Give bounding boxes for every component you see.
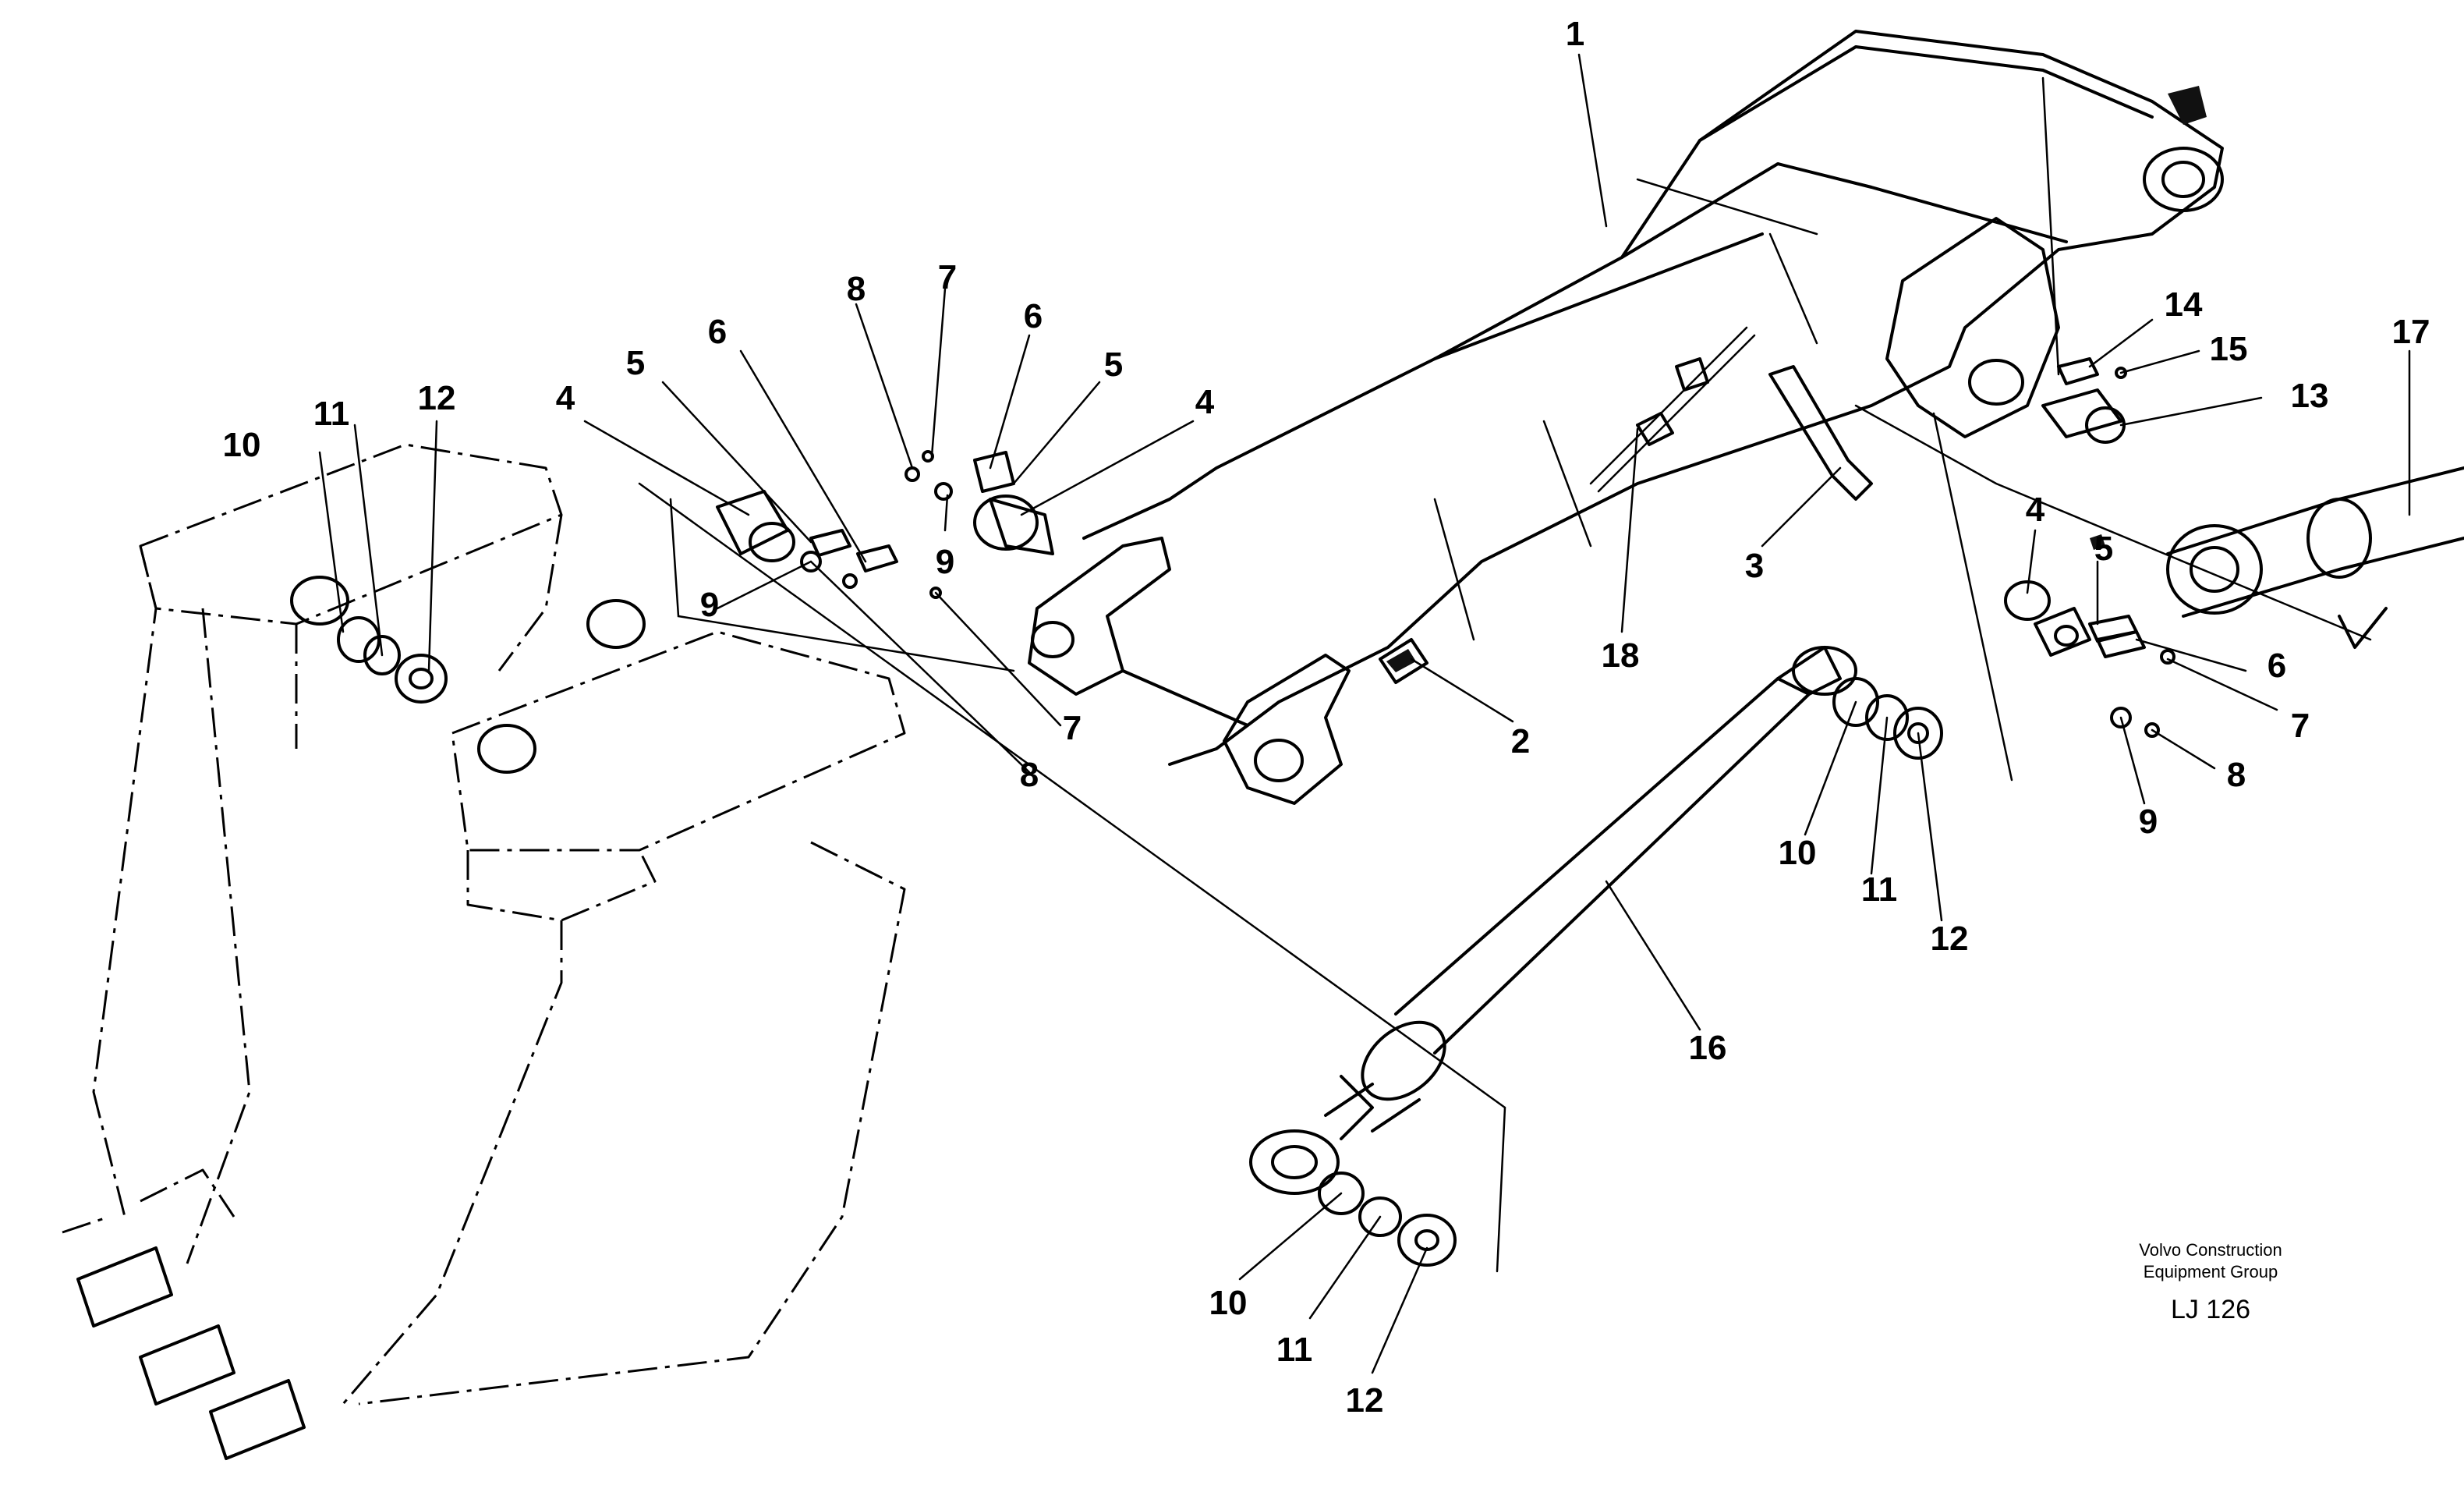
callout-4-rear-pin: 4 xyxy=(2026,491,2045,529)
cylinder-top-bearing-set xyxy=(1832,677,1943,760)
bucket-pin-group xyxy=(716,490,942,599)
bucket xyxy=(62,443,906,1460)
assembly-lines xyxy=(638,76,2372,1273)
callout-9-bucket-nipple: 9 xyxy=(700,586,719,624)
callout-10-cylinder-top-bushing: 10 xyxy=(1779,834,1817,872)
cylinder xyxy=(1249,646,1857,1195)
callout-8-bucket-washer: 8 xyxy=(1020,756,1039,794)
callout-3-hose-clamp: 3 xyxy=(1745,547,1764,585)
callout-7-boomtip-screw: 7 xyxy=(938,258,957,296)
callout-14-foot-plate: 14 xyxy=(2165,285,2203,324)
callout-8-rear-washer: 8 xyxy=(2227,756,2246,794)
footer: Volvo Construction Equipment Group LJ 12… xyxy=(2139,1240,2282,1324)
callout-12-cylinder-bottom-seal: 12 xyxy=(1346,1381,1384,1420)
boomtip-pin-group xyxy=(905,450,1054,555)
callout-12-bucket-seal: 12 xyxy=(418,379,456,417)
foot-pin-group xyxy=(2041,357,2127,444)
callout-7-bucket-screw: 7 xyxy=(1063,709,1082,747)
callout-5-rear-lock-plate: 5 xyxy=(2094,530,2113,568)
callout-1-boom: 1 xyxy=(1566,15,1584,53)
callout-10-cylinder-bottom-bushing: 10 xyxy=(1209,1284,1248,1322)
callout-15-foot-screw: 15 xyxy=(2210,330,2248,368)
callout-18-hose-guide: 18 xyxy=(1602,636,1640,675)
boom xyxy=(1028,30,2224,805)
drawing-code: LJ 126 xyxy=(2171,1295,2250,1324)
callout-13-foot-pin: 13 xyxy=(2291,377,2329,415)
lube-block xyxy=(1379,638,1428,684)
callout-9-rear-nipple: 9 xyxy=(2139,803,2158,841)
callout-16-cylinder: 16 xyxy=(1689,1029,1727,1067)
callout-4-boomtip-pin: 4 xyxy=(1195,383,1215,421)
bucket-bearing-set xyxy=(337,616,448,704)
company-name-line1: Volvo Construction xyxy=(2139,1240,2282,1260)
callout-10-bucket-bushing: 10 xyxy=(223,426,261,464)
leader-lines xyxy=(318,53,2411,1374)
callout-12-cylinder-top-seal: 12 xyxy=(1931,920,1969,958)
callout-5-bucket-lock-plate: 5 xyxy=(626,344,645,382)
company-name-line2: Equipment Group xyxy=(2144,1262,2278,1281)
hose-guide xyxy=(1589,326,1756,493)
callout-9-boomtip-nipple: 9 xyxy=(936,543,954,581)
callout-labels: 1 2 3 4 5 6 7 8 9 10 11 12 4 5 6 7 8 9 1… xyxy=(223,15,2430,1420)
callout-5-boomtip-lock-plate: 5 xyxy=(1104,346,1123,384)
callout-6-rear-bracket: 6 xyxy=(2268,647,2286,685)
callout-6-boomtip-bracket: 6 xyxy=(1024,297,1043,335)
callout-8-boomtip-washer: 8 xyxy=(847,270,866,308)
callout-11-bucket-ring: 11 xyxy=(313,395,350,433)
shaft xyxy=(2166,466,2464,649)
callout-4-bucket-pin: 4 xyxy=(556,379,575,417)
callout-6-bucket-bracket: 6 xyxy=(708,313,727,351)
callout-11-cylinder-top-ring: 11 xyxy=(1861,870,1898,909)
callout-11-cylinder-bottom-ring: 11 xyxy=(1276,1331,1313,1369)
cylinder-bottom-bearing-set xyxy=(1318,1172,1457,1267)
rear-pin-group xyxy=(2004,534,2175,738)
callout-2-lube-block: 2 xyxy=(1511,722,1530,760)
callout-17-shaft: 17 xyxy=(2392,313,2430,351)
callout-7-rear-screw: 7 xyxy=(2291,707,2310,745)
